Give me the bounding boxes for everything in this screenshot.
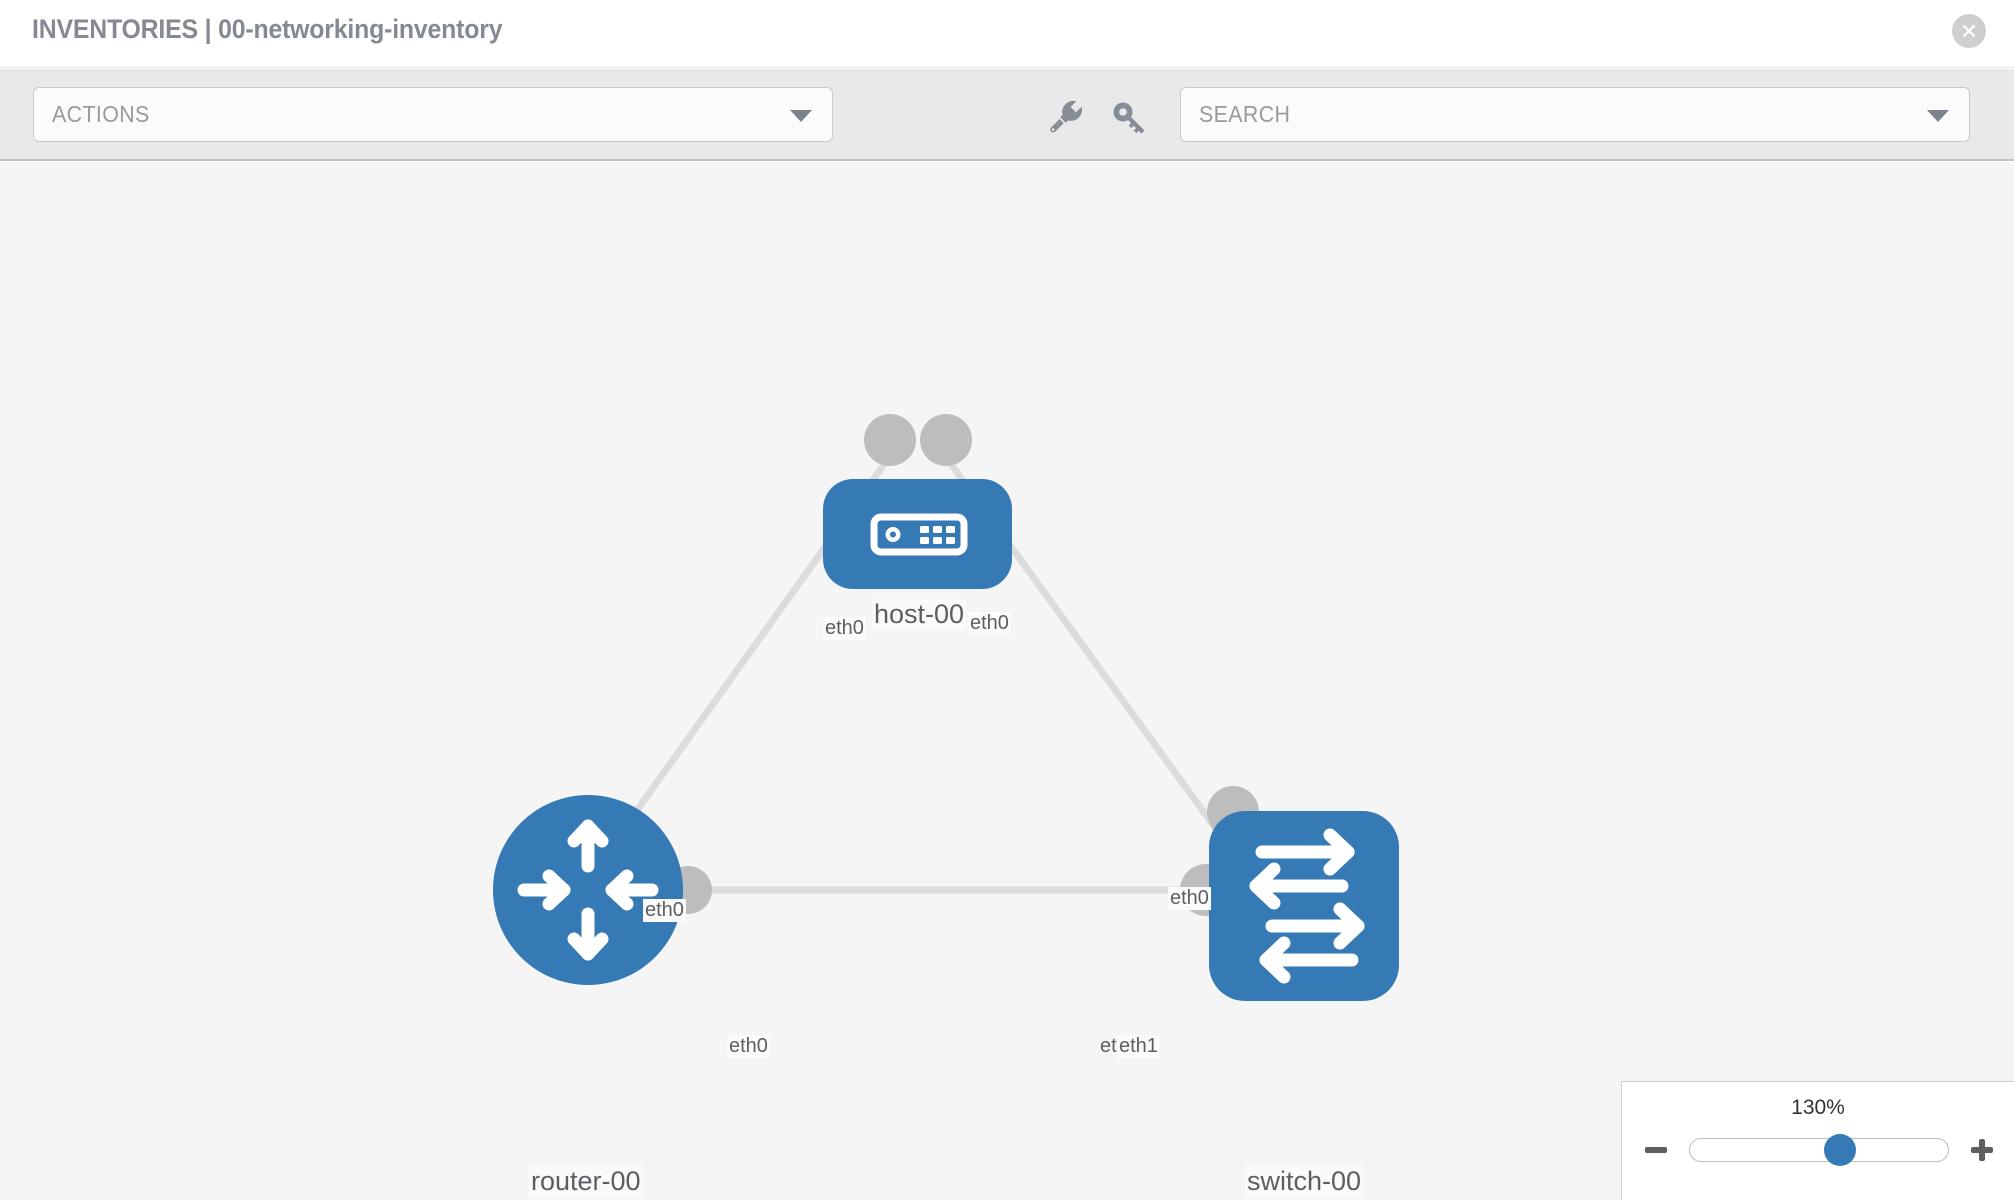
zoom-slider-track[interactable] [1688, 1134, 1949, 1166]
close-icon[interactable] [1952, 14, 1986, 48]
zoom-percent-label: 130% [1791, 1096, 1845, 1119]
minus-icon[interactable] [1639, 1133, 1673, 1167]
server-icon [870, 513, 968, 556]
toolbar: ACTIONS SEARCH [0, 69, 2014, 161]
interface-dot-host-eth0-left [864, 414, 916, 466]
search-input[interactable]: SEARCH [1180, 87, 1970, 142]
actions-dropdown[interactable]: ACTIONS [33, 87, 833, 142]
chevron-down-icon [1927, 109, 1949, 122]
interface-dot-host-eth0-right [920, 414, 972, 466]
actions-dropdown-label: ACTIONS [52, 101, 150, 127]
router-arrows-icon [517, 819, 659, 961]
search-placeholder: SEARCH [1199, 101, 1291, 127]
topology-graph [493, 414, 1399, 1001]
topology-canvas[interactable]: host-00 router-00 switch-00 eth0 eth0 et… [0, 162, 2014, 1200]
node-host-00 [823, 479, 1012, 589]
key-icon[interactable] [1110, 97, 1150, 135]
node-switch-00 [1209, 811, 1399, 1001]
page-header: INVENTORIES | 00-networking-inventory [0, 0, 2014, 68]
chevron-down-icon [790, 109, 812, 122]
node-router-00 [493, 795, 683, 985]
zoom-slider-thumb[interactable] [1824, 1134, 1857, 1166]
zoom-control: 130% [1621, 1081, 2014, 1200]
switch-arrows-icon [1249, 828, 1365, 984]
page-title: INVENTORIES | 00-networking-inventory [32, 14, 503, 44]
plus-icon[interactable] [1965, 1133, 1999, 1167]
wrench-icon[interactable] [1046, 97, 1086, 135]
